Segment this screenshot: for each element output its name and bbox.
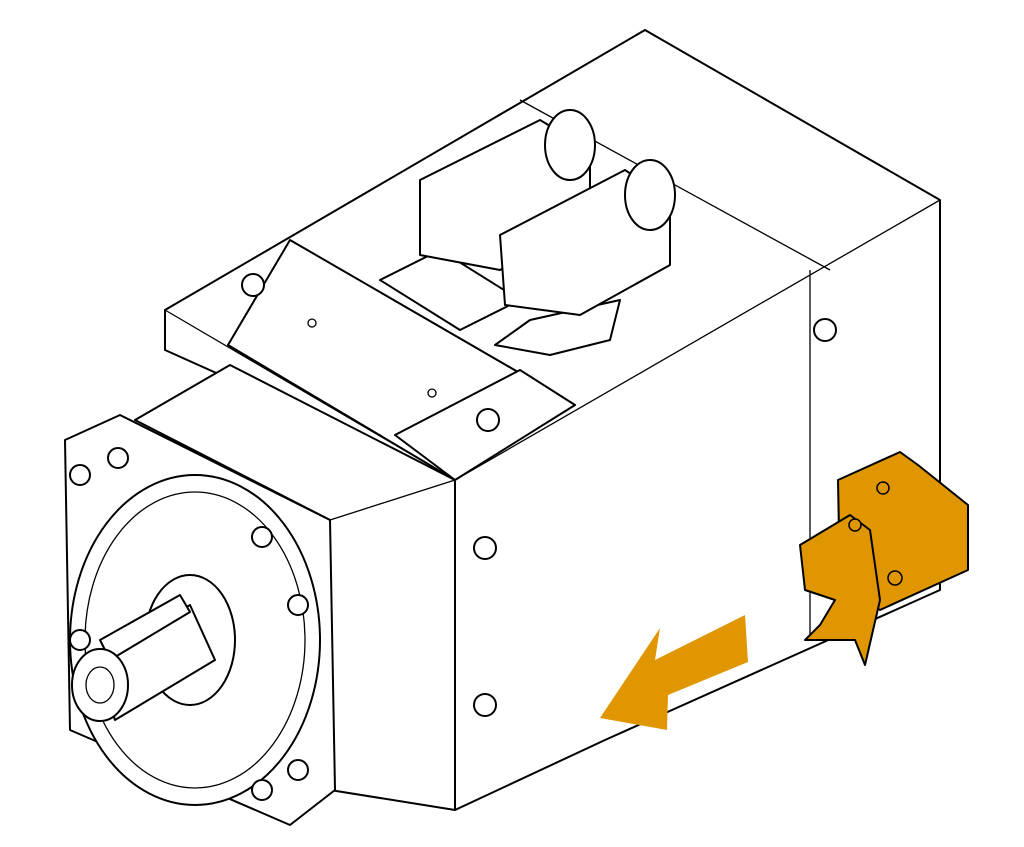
screw-icon — [473, 693, 497, 717]
screw-icon — [813, 318, 837, 342]
screw-icon — [473, 536, 497, 560]
screw-icon — [241, 273, 265, 297]
screws — [241, 273, 837, 717]
removal-direction-arrow-icon — [600, 615, 748, 730]
top-connectors — [379, 109, 676, 356]
removed-connector — [799, 451, 969, 666]
motor-shaft — [71, 594, 216, 722]
screw-icon — [476, 408, 500, 432]
